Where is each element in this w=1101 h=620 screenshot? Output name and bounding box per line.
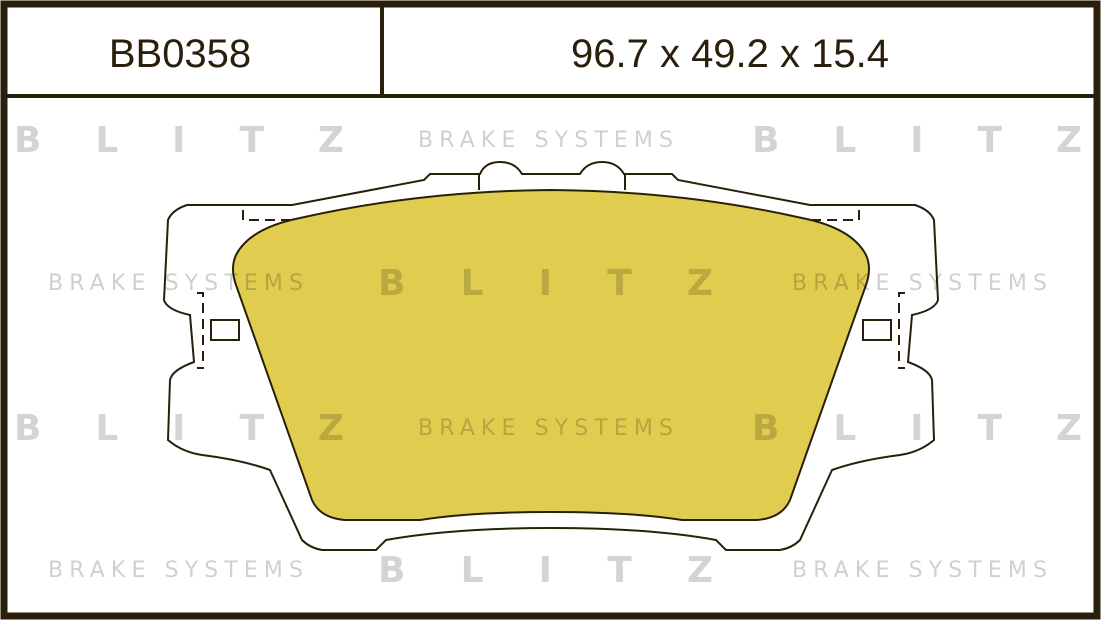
wear-indicator-slot-right bbox=[862, 319, 892, 341]
backing-plate-outline bbox=[162, 160, 940, 551]
part-number: BB0358 bbox=[109, 32, 251, 76]
wear-indicator-slot-left bbox=[210, 319, 240, 341]
dimensions: 96.7 x 49.2 x 15.4 bbox=[571, 32, 889, 76]
friction-material bbox=[232, 188, 870, 521]
shim-outline-dashed bbox=[197, 210, 905, 369]
